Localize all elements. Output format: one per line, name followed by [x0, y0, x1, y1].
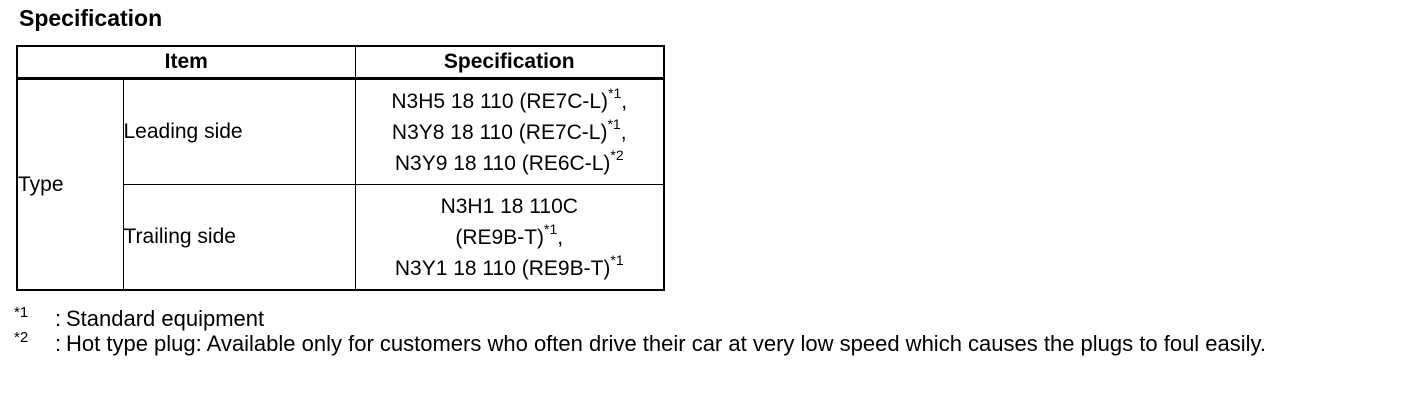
footnote-colon: : [55, 306, 62, 331]
footnote-ref: *1 [608, 84, 622, 101]
spec-line: N3Y9 18 110 (RE6C-L)*2 [394, 146, 624, 175]
spec-line: N3Y8 18 110 (RE7C-L)*1, [391, 115, 627, 144]
spec-line: N3H1 18 110C [440, 194, 578, 218]
header-item: Item [16, 45, 356, 80]
spec-line: N3H5 18 110 (RE7C-L)*1, [391, 84, 628, 113]
footnote-1: *1 : Standard equipment [12, 304, 1402, 331]
footnote-ref: *2 [610, 146, 624, 163]
footnote-ref: *1 [610, 251, 624, 268]
spark-plug-spec-table: Item Specification Type Leading side N3H… [16, 45, 665, 291]
footnote-text: Hot type plug: Available only for custom… [66, 331, 1267, 356]
table-row: Trailing side N3H1 18 110C (RE9B-T)*1, N… [17, 184, 665, 291]
leading-side-cell: Leading side [122, 77, 356, 186]
spec-line: N3Y1 18 110 (RE9B-T)*1 [394, 251, 624, 280]
header-specification: Specification [354, 45, 665, 80]
footnote-text: Standard equipment [66, 306, 265, 331]
footnote-ref: *1 [607, 115, 621, 132]
section-heading: Specification [19, 5, 163, 31]
table-header-row: Item Specification [16, 45, 665, 80]
footnotes: *1 : Standard equipment *2 : Hot type pl… [12, 304, 1402, 356]
footnote-ref: *1 [544, 220, 558, 237]
trailing-side-spec-cell: N3H1 18 110C (RE9B-T)*1, N3Y1 18 110 (RE… [354, 184, 665, 291]
type-label-cell: Type [16, 78, 124, 291]
table-row: Type Leading side N3H5 18 110 (RE7C-L)*1… [16, 77, 665, 291]
footnote-mark: *1 [14, 304, 29, 321]
footnote-colon: : [55, 331, 62, 356]
trailing-side-cell: Trailing side [122, 184, 356, 291]
footnote-mark: *2 [14, 329, 29, 346]
leading-side-spec-cell: N3H5 18 110 (RE7C-L)*1, N3Y8 18 110 (RE7… [354, 77, 665, 186]
footnote-2: *2 : Hot type plug: Available only for c… [12, 329, 1402, 356]
spec-line: (RE9B-T)*1, [455, 220, 564, 249]
